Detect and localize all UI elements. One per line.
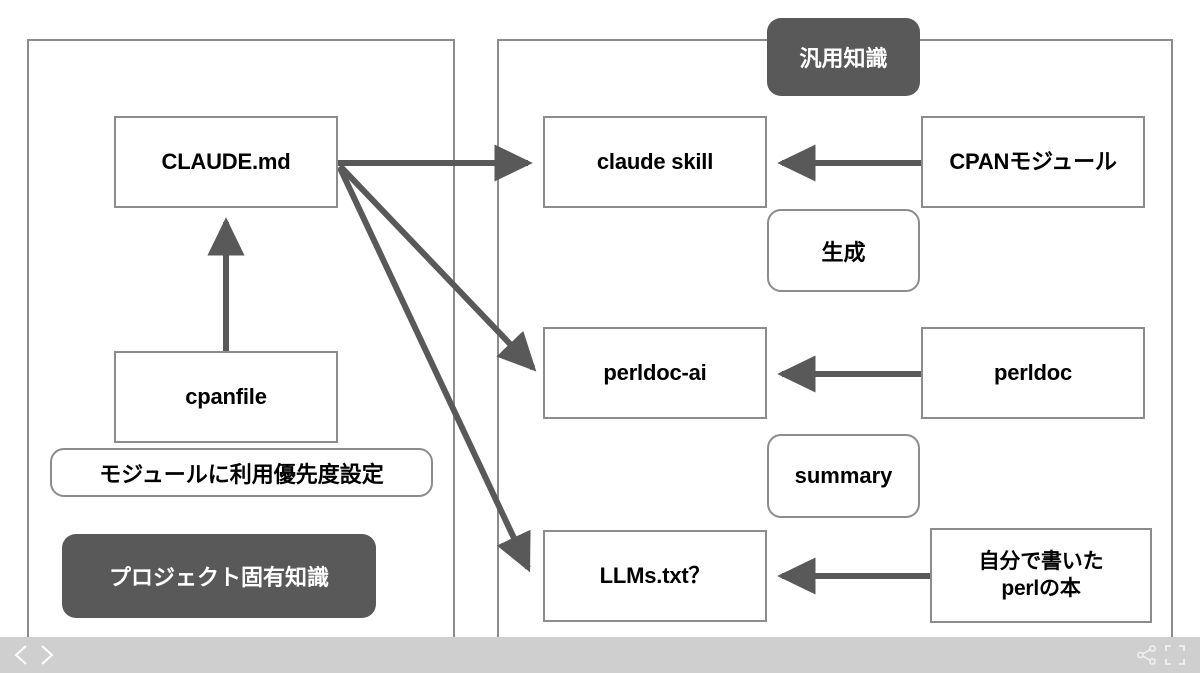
edge-claude-md-to-llms-txt [337, 166, 531, 573]
node-llms-txt[interactable]: LLMs.txt？ [543, 530, 767, 622]
node-perldoc-ai-label: perldoc-ai [603, 360, 707, 386]
chip-summary-label: summary [794, 463, 893, 488]
node-perl-book[interactable]: 自分で書いた perlの本 [930, 528, 1152, 623]
chip-module-priority[interactable]: モジュールに利用優先度設定 [50, 448, 433, 497]
node-claude-skill[interactable]: claude skill [543, 116, 767, 208]
chip-generate[interactable]: 生成 [767, 209, 920, 292]
share-icon[interactable] [1136, 644, 1158, 671]
prev-slide-icon[interactable] [12, 643, 32, 672]
node-cpanfile-label: cpanfile [185, 384, 267, 410]
node-cpan-module-label: CPANモジュール [949, 149, 1117, 175]
chip-generate-label: 生成 [821, 239, 866, 265]
badge-project-knowledge[interactable]: プロジェクト固有知識 [62, 534, 376, 618]
fullscreen-icon[interactable] [1164, 644, 1186, 671]
node-perldoc-ai[interactable]: perldoc-ai [543, 327, 767, 419]
node-perl-book-label-line1: 自分で書いた [978, 550, 1104, 574]
node-claude-skill-label: claude skill [596, 149, 714, 175]
player-bar [0, 637, 1200, 673]
chip-module-priority-label: モジュールに利用優先度設定 [99, 461, 384, 487]
node-cpanfile[interactable]: cpanfile [114, 351, 338, 443]
badge-general-knowledge[interactable]: 汎用知識 [767, 18, 920, 96]
edge-claude-md-to-perldoc-ai [337, 163, 537, 372]
badge-project-knowledge-label: プロジェクト固有知識 [108, 565, 329, 590]
node-perl-book-label-line2: perlの本 [1001, 576, 1081, 600]
node-claude-md-label: CLAUDE.md [161, 149, 291, 175]
badge-general-knowledge-label: 汎用知識 [799, 46, 888, 71]
node-cpan-module[interactable]: CPANモジュール [921, 116, 1145, 208]
node-perldoc[interactable]: perldoc [921, 327, 1145, 419]
node-llms-txt-label: LLMs.txt？ [599, 563, 711, 589]
next-slide-icon[interactable] [36, 643, 56, 672]
node-perldoc-label: perldoc [993, 360, 1073, 386]
chip-summary[interactable]: summary [767, 434, 920, 518]
node-claude-md[interactable]: CLAUDE.md [114, 116, 338, 208]
